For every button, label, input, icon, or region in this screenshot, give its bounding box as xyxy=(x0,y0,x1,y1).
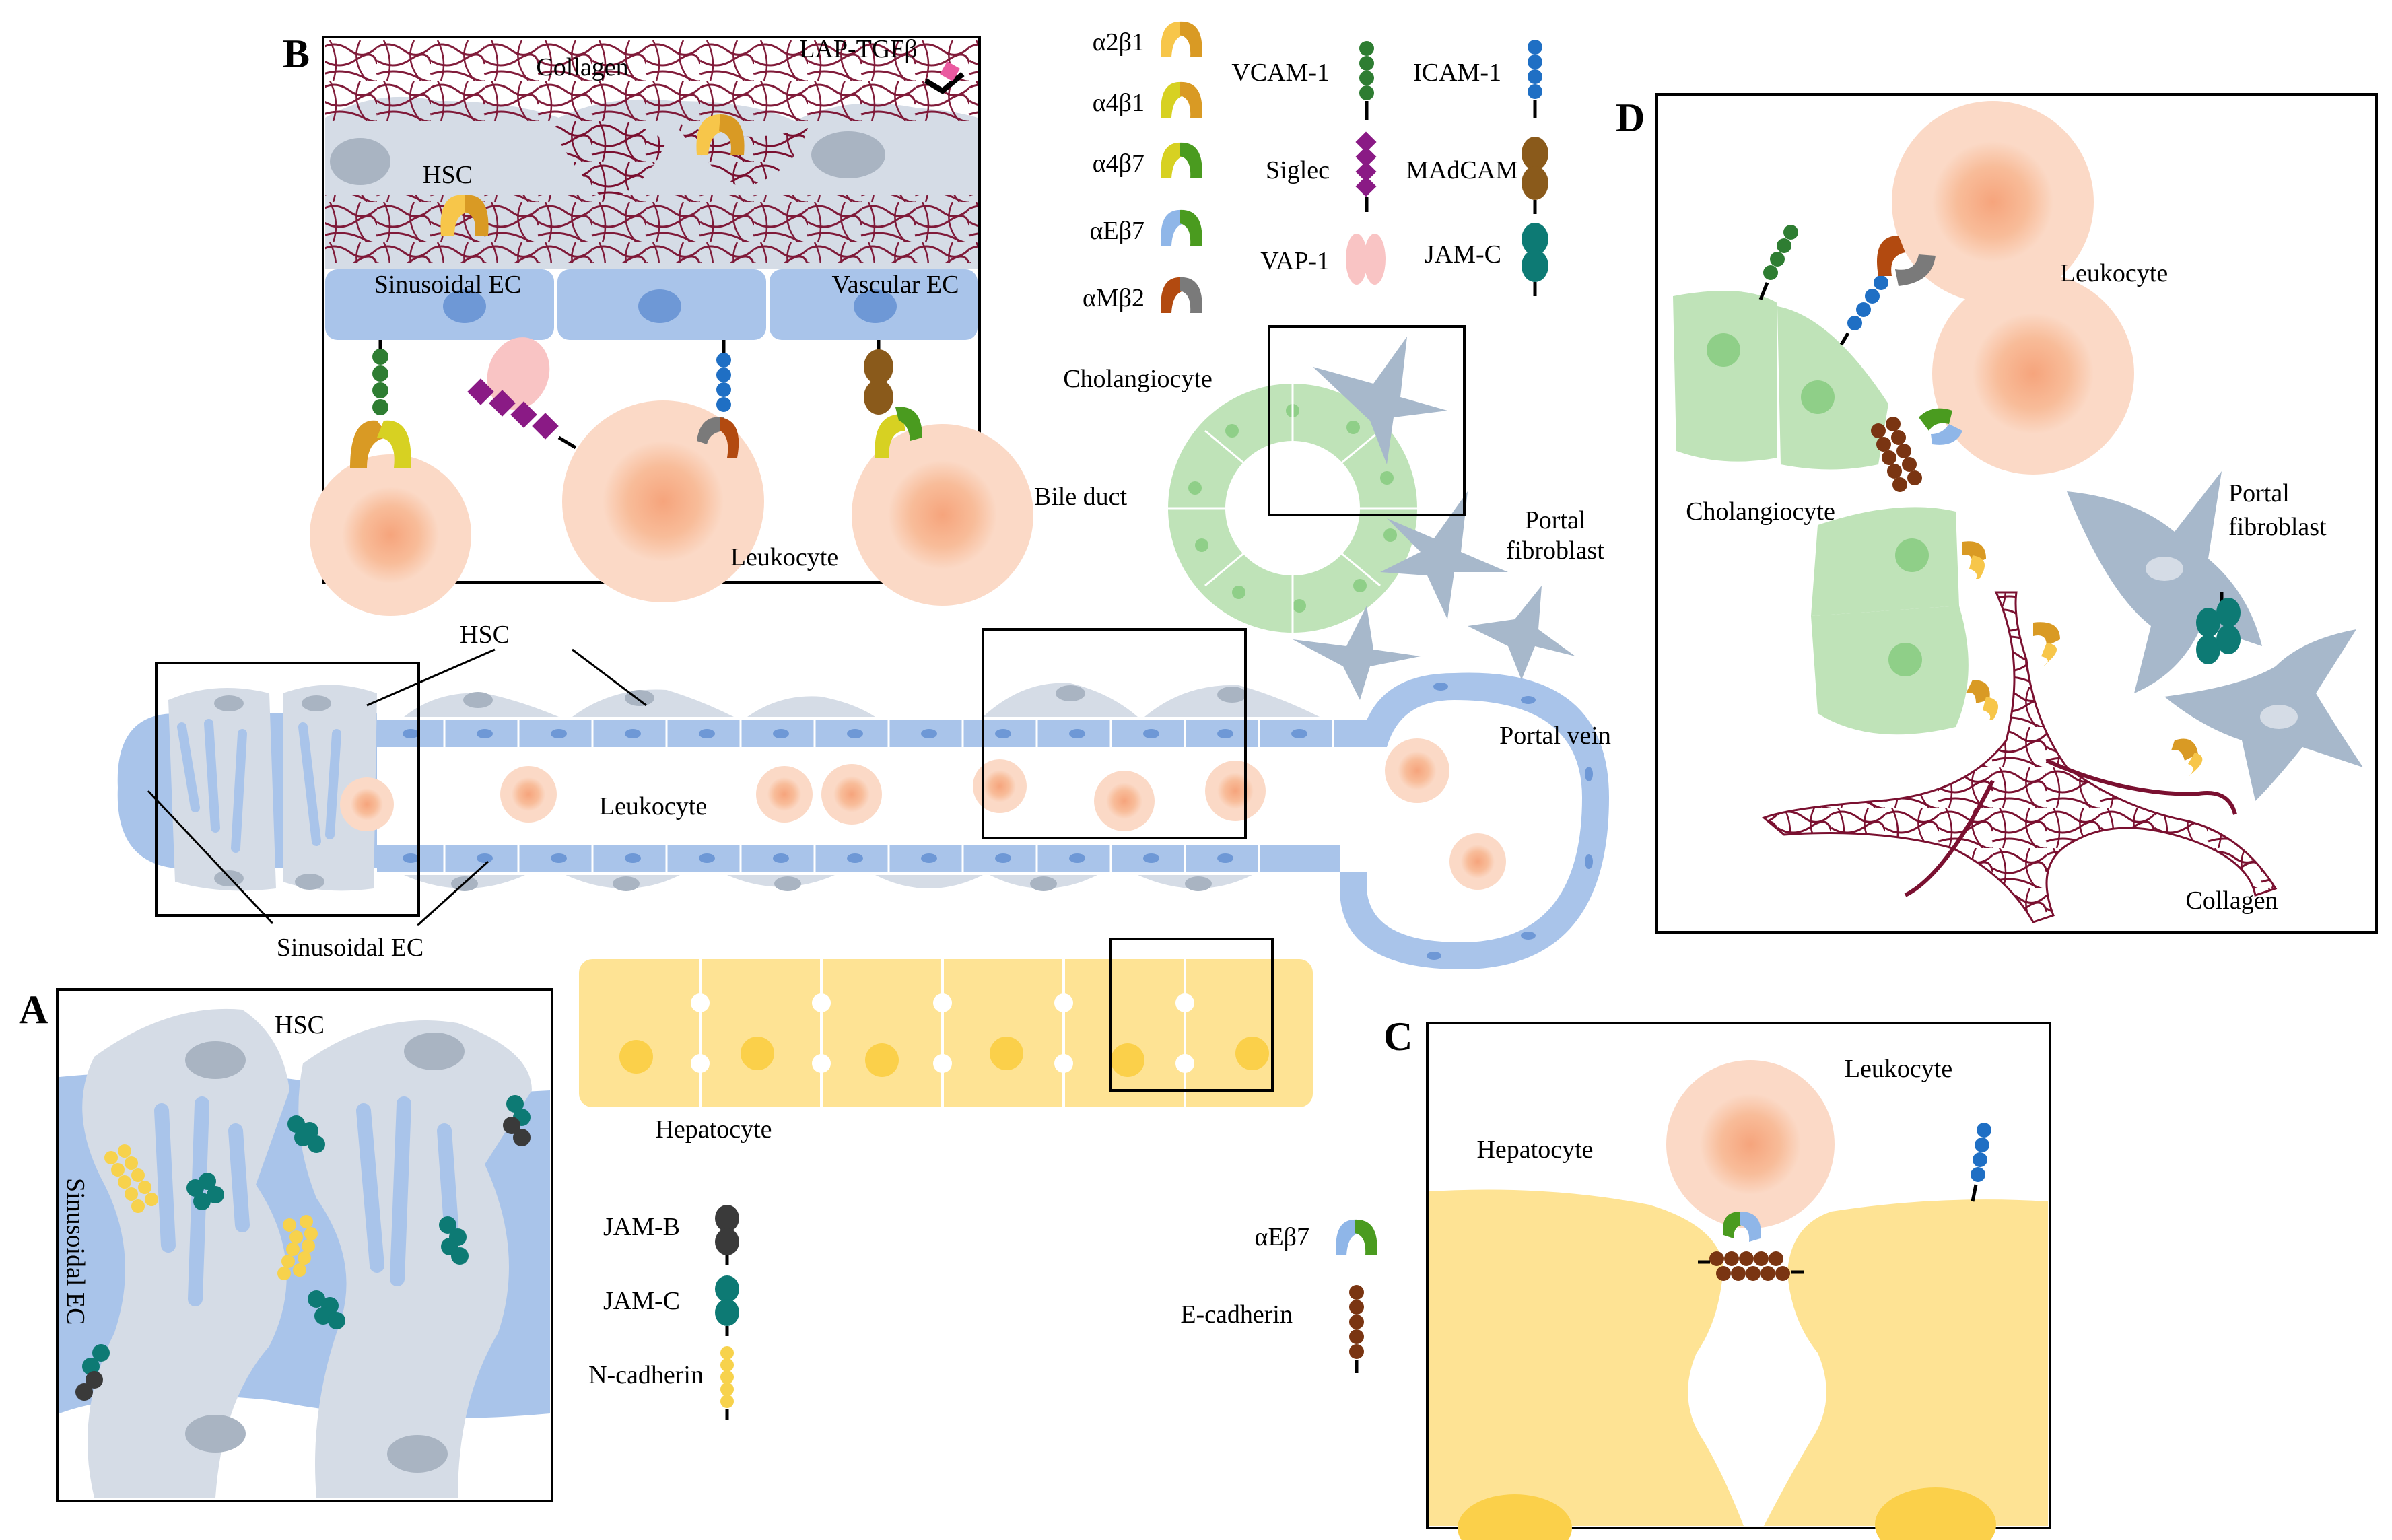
panel-a-letter: A xyxy=(19,987,48,1032)
panel-d-leukocyte: Leukocyte xyxy=(2060,259,2168,287)
ec-junctions xyxy=(443,720,1334,872)
panel-b-lap-tgfb: LAP-TGFβ xyxy=(799,35,918,63)
center-box-a xyxy=(155,662,420,917)
bile-duct xyxy=(1168,384,1417,633)
svg-text:JAM-C: JAM-C xyxy=(603,1287,680,1315)
svg-text:αEβ7: αEβ7 xyxy=(1090,217,1144,245)
panel-b-leukocyte: Leukocyte xyxy=(730,543,838,571)
legend-vcam1: VCAM-1 xyxy=(1231,41,1374,120)
panel-b: B xyxy=(283,32,1033,616)
panel-b-vascular-ec: Vascular EC xyxy=(832,271,959,299)
svg-text:α2β1: α2β1 xyxy=(1093,28,1144,57)
panel-d-fibroblast: fibroblast xyxy=(2228,513,2327,541)
legend-aEb7-c: αEβ7 xyxy=(1255,1219,1377,1255)
legend-c: αEβ7 E-cadherin xyxy=(1180,1219,1377,1373)
hsc-row-bottom xyxy=(404,875,1252,891)
bile-duct-label: Bile duct xyxy=(1034,483,1128,511)
center-sinusoidal-ec-label: Sinusoidal EC xyxy=(277,934,424,962)
panel-b-letter: B xyxy=(283,32,310,76)
panel-c: C Hepatocyte Leukocyte xyxy=(1383,1014,2051,1540)
legend-a2b1: α2β1 xyxy=(1093,21,1202,57)
panel-b-hsc: HSC xyxy=(423,161,473,189)
center-box-d xyxy=(1268,325,1466,516)
panel-a: A xyxy=(19,987,553,1502)
legend-ncad: N-cadherin xyxy=(588,1346,734,1420)
svg-text:N-cadherin: N-cadherin xyxy=(588,1361,704,1389)
hsc-row-top xyxy=(404,682,1320,717)
svg-text:αMβ2: αMβ2 xyxy=(1083,284,1144,312)
panel-c-letter: C xyxy=(1383,1014,1412,1059)
legend-a: JAM-B JAM-C N-cadherin xyxy=(588,1205,739,1420)
center-leukocyte-label: Leukocyte xyxy=(599,792,707,820)
legend-a4b1: α4β1 xyxy=(1093,81,1202,118)
panel-c-hepatocyte: Hepatocyte xyxy=(1476,1135,1593,1164)
panel-a-sinusoidal-ec: Sinusoidal EC xyxy=(61,1178,90,1325)
panel-a-hsc: HSC xyxy=(275,1011,324,1039)
legend-aEb7: αEβ7 xyxy=(1090,209,1202,246)
center-portal-label: Portal xyxy=(1525,506,1586,534)
portal-fibroblasts xyxy=(1293,337,1575,700)
portal-vein-nuclei xyxy=(1427,682,1593,960)
svg-text:JAM-C: JAM-C xyxy=(1425,240,1501,269)
svg-text:VAP-1: VAP-1 xyxy=(1260,247,1330,275)
legend-madcam: MAdCAM xyxy=(1406,137,1548,214)
legend-jamc-a: JAM-C xyxy=(603,1275,739,1336)
center-cholangiocyte-label: Cholangiocyte xyxy=(1063,365,1212,393)
legend-aMb2: αMβ2 xyxy=(1083,277,1202,313)
panel-b-sinusoidal-ec: Sinusoidal EC xyxy=(374,271,522,299)
legend-jamb: JAM-B xyxy=(603,1205,739,1265)
panel-d-portal: Portal xyxy=(2228,479,2290,508)
leader-lines xyxy=(147,648,647,927)
legend-top: α2β1 α4β1 α4β7 αEβ7 αMβ2 VCAM-1 xyxy=(1083,21,1548,313)
center-box-b xyxy=(982,628,1247,839)
center-sinusoid: HSC Sinusoidal EC Leukocyte Portal vein … xyxy=(117,325,1611,1144)
legend-siglec: Siglec xyxy=(1266,131,1377,212)
svg-text:α4β7: α4β7 xyxy=(1093,149,1144,178)
svg-text:MAdCAM: MAdCAM xyxy=(1406,156,1518,184)
svg-text:E-cadherin: E-cadherin xyxy=(1180,1300,1293,1329)
ec-nuclei xyxy=(403,729,1307,863)
center-hepatocyte-label: Hepatocyte xyxy=(655,1115,772,1144)
ec-row-top xyxy=(377,720,1367,747)
svg-text:JAM-B: JAM-B xyxy=(603,1213,680,1241)
panel-d-collagen: Collagen xyxy=(2185,886,2278,915)
panel-d: D xyxy=(1616,93,2378,934)
legend-ecad: E-cadherin xyxy=(1180,1285,1364,1373)
svg-text:α4β1: α4β1 xyxy=(1093,89,1144,117)
panel-d-letter: D xyxy=(1616,96,1645,140)
legend-vap1: VAP-1 xyxy=(1260,234,1386,285)
panel-d-cholangiocyte: Cholangiocyte xyxy=(1686,497,1835,526)
legend-a4b7: α4β7 xyxy=(1093,142,1202,178)
portal-vein-wall xyxy=(1340,672,1609,969)
legend-jamc: JAM-C xyxy=(1425,223,1548,296)
lumen-leukocytes xyxy=(340,738,1506,890)
center-hsc-label: HSC xyxy=(460,621,510,649)
center-fibroblast-label: fibroblast xyxy=(1506,536,1604,565)
panel-b-collagen: Collagen xyxy=(536,53,628,81)
svg-text:VCAM-1: VCAM-1 xyxy=(1231,59,1330,87)
hepatocyte-plate xyxy=(579,959,1313,1107)
svg-text:ICAM-1: ICAM-1 xyxy=(1413,59,1501,87)
legend-icam1: ICAM-1 xyxy=(1413,40,1542,118)
svg-text:αEβ7: αEβ7 xyxy=(1255,1223,1309,1251)
svg-text:Siglec: Siglec xyxy=(1266,156,1330,184)
center-box-c xyxy=(1109,938,1274,1092)
panel-c-leukocyte: Leukocyte xyxy=(1845,1055,1952,1083)
portal-vein-label: Portal vein xyxy=(1499,722,1611,750)
